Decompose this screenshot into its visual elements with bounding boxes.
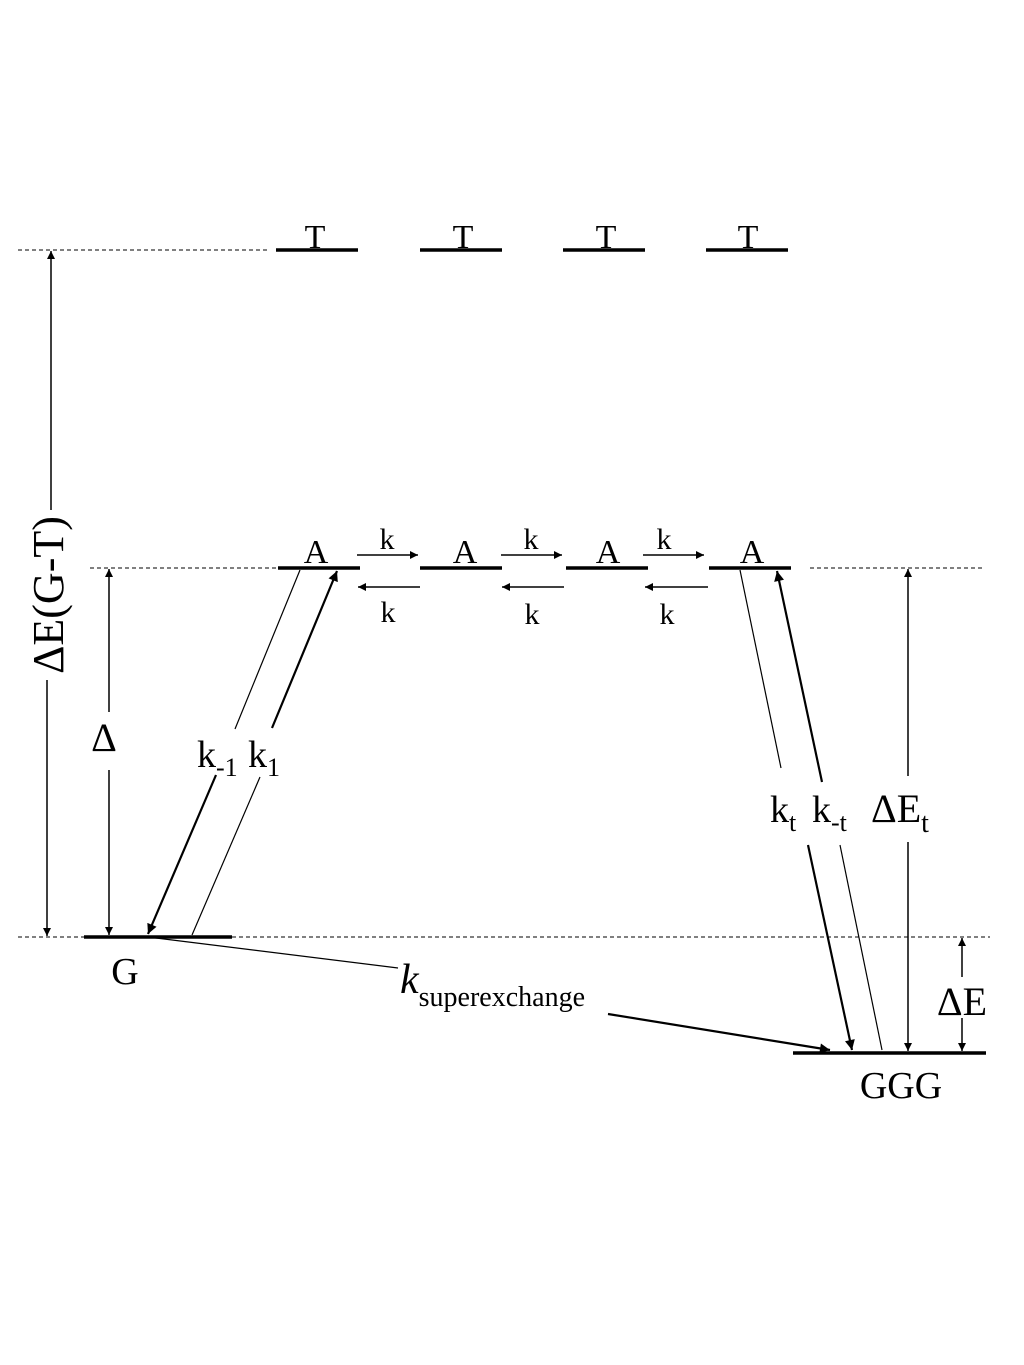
delta-e-g-t-label: ΔE(G-T): [24, 516, 73, 674]
delta-e-g-t-indicator: ΔE(G-T): [24, 251, 73, 936]
g-a-transfer-arrows: k-1 k1: [146, 569, 339, 936]
k-superexchange-label: ksuperexchange: [400, 957, 585, 1013]
a-levels: A A A A: [278, 534, 791, 571]
hopping-arrows: k k k k k k: [357, 523, 708, 631]
a-ggg-transfer-arrows: kt k-t: [739, 569, 883, 1051]
delta-label: Δ: [91, 715, 117, 760]
hop-backward-label-3: k: [660, 598, 675, 631]
delta-e-t-label: ΔEt: [871, 786, 929, 839]
a-label-2: A: [453, 534, 478, 571]
t-label-4: T: [738, 219, 759, 256]
k-minus-1-arrow-lower: [146, 774, 218, 935]
t-label-1: T: [305, 219, 326, 256]
delta-indicator: Δ: [91, 569, 117, 935]
k-1-arrow-lower: [191, 776, 261, 936]
t-label-2: T: [453, 219, 474, 256]
g-label: G: [111, 951, 138, 993]
k-t-arrow-lower: [806, 844, 855, 1051]
delta-e-t-indicator: ΔEt: [871, 569, 929, 1051]
k-minus-t-label: k-t: [812, 789, 848, 837]
k-minus-1-arrow-upper: [234, 569, 301, 730]
k-minus-1-label: k-1: [197, 734, 238, 782]
t-label-3: T: [596, 219, 617, 256]
delta-e-label: ΔE: [937, 979, 987, 1024]
k-1-arrow-upper: [270, 570, 339, 729]
k-t-arrow-upper: [739, 569, 782, 769]
a-label-4: A: [740, 534, 765, 571]
a-label-1: A: [304, 534, 329, 571]
k-minus-t-arrow-lower: [839, 844, 883, 1051]
hop-forward-label-1: k: [380, 523, 395, 556]
t-levels: T T T T: [276, 219, 788, 256]
superexchange-arrow: ksuperexchange: [147, 936, 831, 1054]
superexchange-line-right: [607, 1012, 831, 1054]
delta-e-indicator: ΔE: [937, 938, 987, 1051]
a-label-3: A: [596, 534, 621, 571]
hop-forward-label-3: k: [657, 523, 672, 556]
ggg-label: GGG: [860, 1065, 942, 1107]
hop-backward-label-2: k: [525, 598, 540, 631]
superexchange-line-left: [147, 936, 399, 969]
k-1-label: k1: [248, 734, 280, 782]
hop-forward-label-2: k: [524, 523, 539, 556]
k-minus-t-arrow-upper: [774, 570, 824, 783]
k-t-label: kt: [770, 789, 797, 837]
hop-backward-label-1: k: [381, 596, 396, 629]
